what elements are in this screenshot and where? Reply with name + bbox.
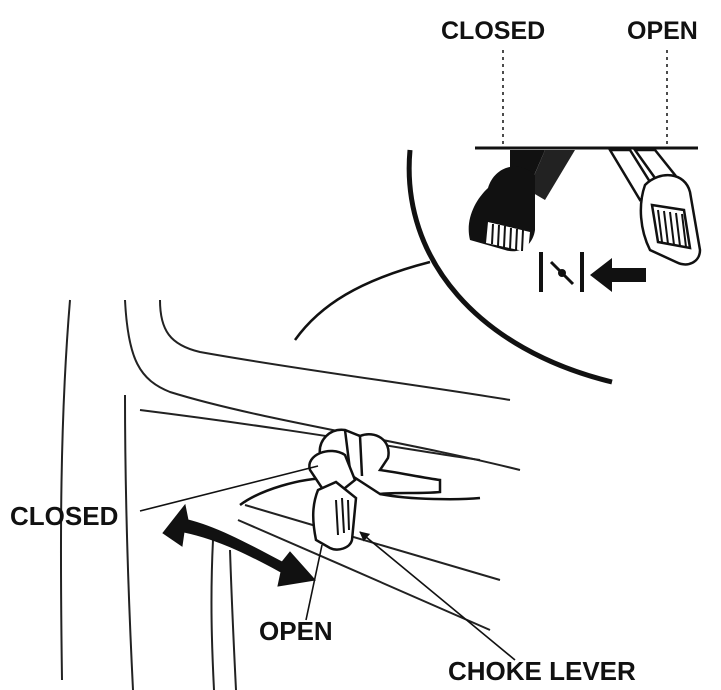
leader-lines xyxy=(139,465,516,661)
callout-curve xyxy=(293,260,431,341)
inset-closed-label: CLOSED xyxy=(441,17,545,45)
double-arrow-icon xyxy=(162,503,316,587)
main-open-label: OPEN xyxy=(259,616,333,646)
inset-circle-arc xyxy=(406,149,613,385)
closed-leader-line xyxy=(139,465,319,512)
choke-lever-grip xyxy=(312,480,358,551)
open-leader-line xyxy=(305,544,323,621)
inset-lever-open xyxy=(607,148,702,266)
choke-lever-leader-arrow xyxy=(359,531,516,661)
inset-lever-closed xyxy=(468,150,575,252)
choke-lever-label: CHOKE LEVER xyxy=(448,656,636,686)
inset-open-label: OPEN xyxy=(627,17,698,45)
choke-lever-assembly xyxy=(239,428,481,551)
choke-symbol-icon xyxy=(539,252,584,292)
direction-arrow-icon xyxy=(590,258,646,292)
main-closed-label: CLOSED xyxy=(10,501,118,531)
inset-detail xyxy=(293,50,702,385)
